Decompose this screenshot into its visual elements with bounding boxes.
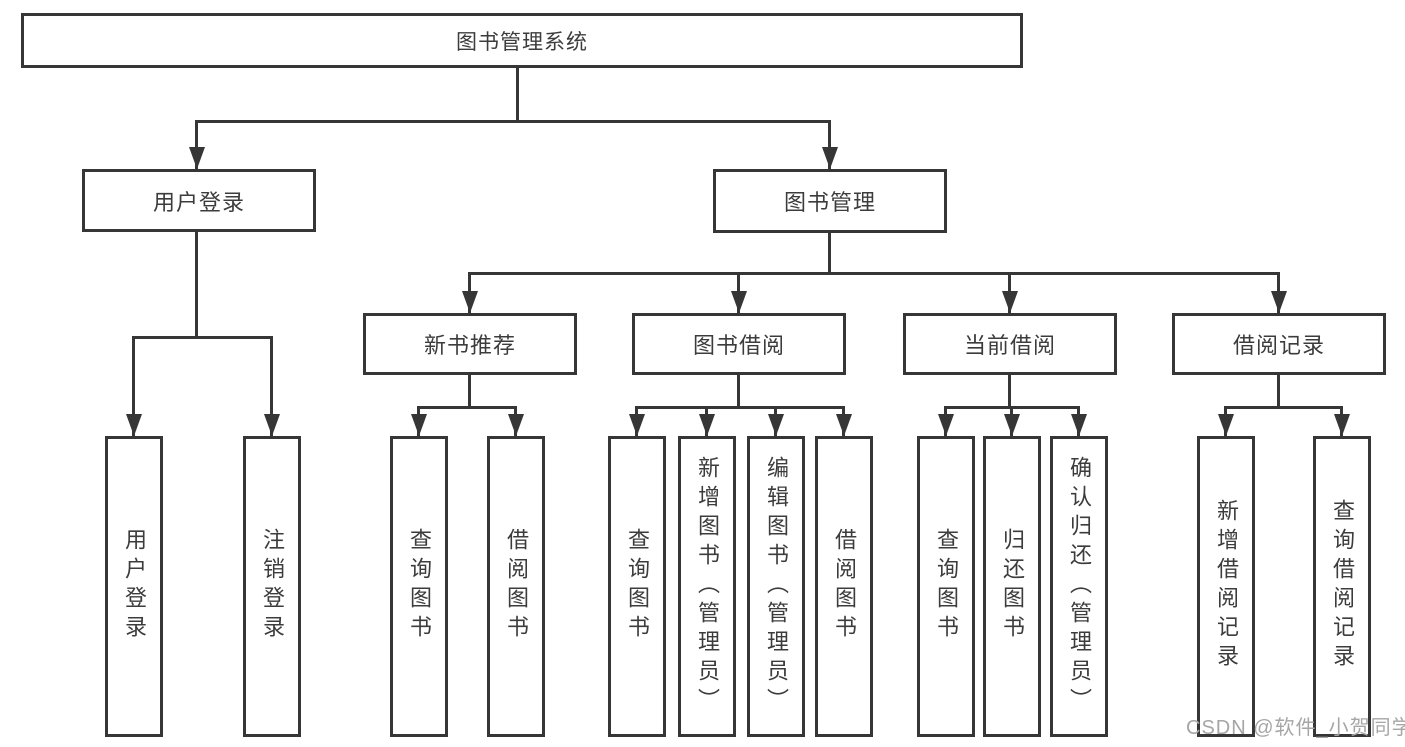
node-root: 图书管理系统: [21, 13, 1023, 68]
connector-line: [195, 232, 198, 336]
node-user-login: 用户登录: [82, 169, 316, 232]
leaf-add-books-admin-label: 新增图书（管理员）: [695, 455, 720, 718]
leaf-return-books-label: 归还图书: [1000, 528, 1025, 645]
leaf-confirm-return-admin-label: 确认归还（管理员）: [1067, 455, 1092, 718]
connector-line: [132, 336, 273, 339]
leaf-borrow-query-books-label: 查询图书: [625, 528, 650, 645]
connector-line: [468, 375, 471, 408]
leaf-user-login-label: 用户登录: [122, 528, 147, 645]
leaf-confirm-return-admin: 确认归还（管理员）: [1050, 436, 1108, 737]
connector-line: [828, 120, 831, 169]
connector-line: [1224, 406, 1343, 409]
leaf-query-borrow-record-label: 查询借阅记录: [1330, 499, 1355, 674]
arrow-down-icon: [822, 147, 838, 169]
connector-line: [195, 120, 831, 123]
leaf-add-books-admin: 新增图书（管理员）: [678, 436, 736, 737]
leaf-borrow-books-label: 借阅图书: [832, 528, 857, 645]
arrow-down-icon: [731, 291, 747, 313]
leaf-user-login: 用户登录: [105, 436, 163, 737]
leaf-newbook-query-books: 查询图书: [390, 436, 448, 737]
arrow-down-icon: [189, 147, 205, 169]
connector-line: [270, 336, 273, 436]
leaf-add-borrow-record-label: 新增借阅记录: [1214, 499, 1239, 674]
node-borrow-records: 借阅记录: [1172, 313, 1386, 375]
arrow-down-icon: [1004, 414, 1020, 436]
leaf-add-borrow-record: 新增借阅记录: [1197, 436, 1255, 737]
leaf-newbook-borrow-books: 借阅图书: [487, 436, 545, 737]
node-user-login-label: 用户登录: [152, 189, 245, 215]
arrow-down-icon: [1334, 414, 1350, 436]
connector-line: [828, 233, 831, 274]
leaf-logout: 注销登录: [243, 436, 301, 737]
leaf-newbook-query-books-label: 查询图书: [407, 528, 432, 645]
arrow-down-icon: [508, 414, 524, 436]
node-current-borrow-label: 当前借阅: [963, 333, 1056, 358]
connector-line: [1008, 375, 1011, 408]
connector-line: [516, 68, 519, 122]
arrow-down-icon: [264, 414, 280, 436]
arrow-down-icon: [938, 414, 954, 436]
connector-line: [132, 336, 135, 436]
connector-line: [737, 375, 740, 408]
leaf-borrow-query-books: 查询图书: [608, 436, 666, 737]
leaf-logout-label: 注销登录: [260, 528, 285, 645]
arrow-down-icon: [836, 414, 852, 436]
node-new-book-recommend: 新书推荐: [363, 313, 577, 375]
connector-line: [417, 406, 517, 409]
leaf-newbook-borrow-books-label: 借阅图书: [504, 528, 529, 645]
leaf-borrow-books: 借阅图书: [815, 436, 873, 737]
leaf-edit-books-admin-label: 编辑图书（管理员）: [764, 455, 789, 718]
connector-line: [635, 406, 845, 409]
connector-line: [468, 272, 1280, 275]
leaf-current-query-books-label: 查询图书: [934, 528, 959, 645]
node-new-book-recommend-label: 新书推荐: [423, 333, 516, 358]
arrow-down-icon: [1071, 414, 1087, 436]
node-book-borrow-label: 图书借阅: [692, 333, 785, 358]
arrow-down-icon: [768, 414, 784, 436]
arrow-down-icon: [699, 414, 715, 436]
arrow-down-icon: [1218, 414, 1234, 436]
node-book-management-label: 图书管理: [783, 190, 876, 215]
arrow-down-icon: [462, 291, 478, 313]
node-book-borrow: 图书借阅: [632, 313, 846, 375]
arrow-down-icon: [629, 414, 645, 436]
leaf-return-books: 归还图书: [983, 436, 1041, 737]
arrow-down-icon: [1271, 291, 1287, 313]
node-root-label: 图书管理系统: [456, 30, 588, 54]
connector-line: [1277, 375, 1280, 408]
node-book-management: 图书管理: [713, 169, 947, 233]
leaf-current-query-books: 查询图书: [917, 436, 975, 737]
leaf-edit-books-admin: 编辑图书（管理员）: [747, 436, 805, 737]
arrow-down-icon: [1002, 291, 1018, 313]
arrow-down-icon: [126, 414, 142, 436]
connector-line: [195, 120, 198, 169]
csdn-watermark: CSDN @软件_小贺同学: [1186, 717, 1405, 739]
node-borrow-records-label: 借阅记录: [1232, 333, 1325, 358]
node-current-borrow: 当前借阅: [903, 313, 1117, 375]
arrow-down-icon: [411, 414, 427, 436]
leaf-query-borrow-record: 查询借阅记录: [1313, 436, 1371, 737]
